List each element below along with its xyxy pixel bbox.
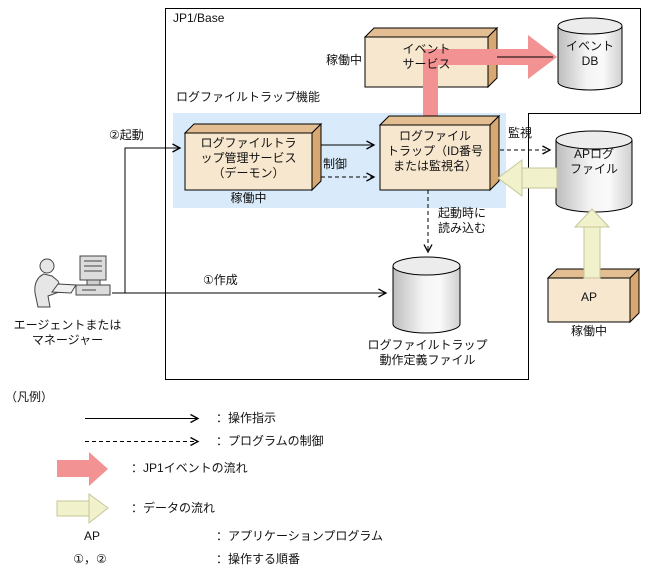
event-service-status: 稼働中 — [325, 53, 362, 67]
legend-symbol-ap: AP — [83, 529, 100, 543]
start-arrow — [124, 143, 182, 293]
def-file-label: ログファイルトラップ 動作定義ファイル — [367, 338, 488, 367]
legend-title: （凡例） — [5, 390, 54, 404]
log-trap-function-label: ログファイルトラップ機能 — [176, 90, 321, 104]
start-label: ②起動 — [109, 128, 144, 142]
actor-label: エージェントまたは マネージャー — [13, 318, 122, 347]
legend-label-solid: ：操作指示 — [216, 411, 277, 425]
data-flow-arrow-ap-to-log — [573, 208, 611, 279]
legend-label-ap: ：アプリケーションプログラム — [216, 529, 384, 543]
ap-status: 稼働中 — [570, 324, 607, 338]
event-db-cylinder — [557, 17, 623, 91]
read-on-start-label: 起動時に 読み込む — [438, 206, 487, 235]
ap-log-file-label: APログ ファイル — [569, 147, 618, 176]
person-computer-icon — [34, 255, 111, 308]
mgmt-service-status: 稼働中 — [230, 191, 267, 205]
jp1-base-border — [165, 8, 641, 380]
mgmt-service-label: ログファイルトラ ップ管理サービス （デーモン） — [200, 136, 297, 180]
log-trap-box — [378, 114, 501, 192]
ap-log-file-cylinder — [555, 130, 633, 213]
log-trap-label: ログファイル トラップ（ID番号 または監視名） — [386, 129, 483, 173]
legend-symbol-order: ①，② — [73, 552, 107, 566]
event-service-label: イベント サービス — [402, 42, 451, 71]
legend-label-jp1-flow: ：JP1イベントの流れ — [131, 461, 248, 475]
legend-data-flow-arrow — [56, 493, 109, 525]
create-label: ①作成 — [203, 273, 238, 287]
jp1-base-title: JP1/Base — [173, 11, 225, 25]
def-file-cylinder — [392, 256, 461, 334]
event-db-label: イベント DB — [565, 39, 614, 68]
data-flow-arrow-log-to-trap — [497, 159, 558, 197]
monitor-label: 監視 — [508, 126, 533, 140]
jp1-event-flow-arrow — [423, 35, 557, 118]
control-label: 制御 — [323, 157, 348, 171]
legend-label-data-flow: ：データの流れ — [131, 501, 216, 515]
legend-label-order: ：操作する順番 — [216, 552, 301, 566]
legend-jp1-event-flow-arrow — [57, 452, 108, 486]
log-trap-mgmt-service-box — [183, 122, 323, 192]
legend-label-dashed: ：プログラムの制御 — [216, 434, 324, 448]
ap-label: AP — [580, 290, 597, 304]
